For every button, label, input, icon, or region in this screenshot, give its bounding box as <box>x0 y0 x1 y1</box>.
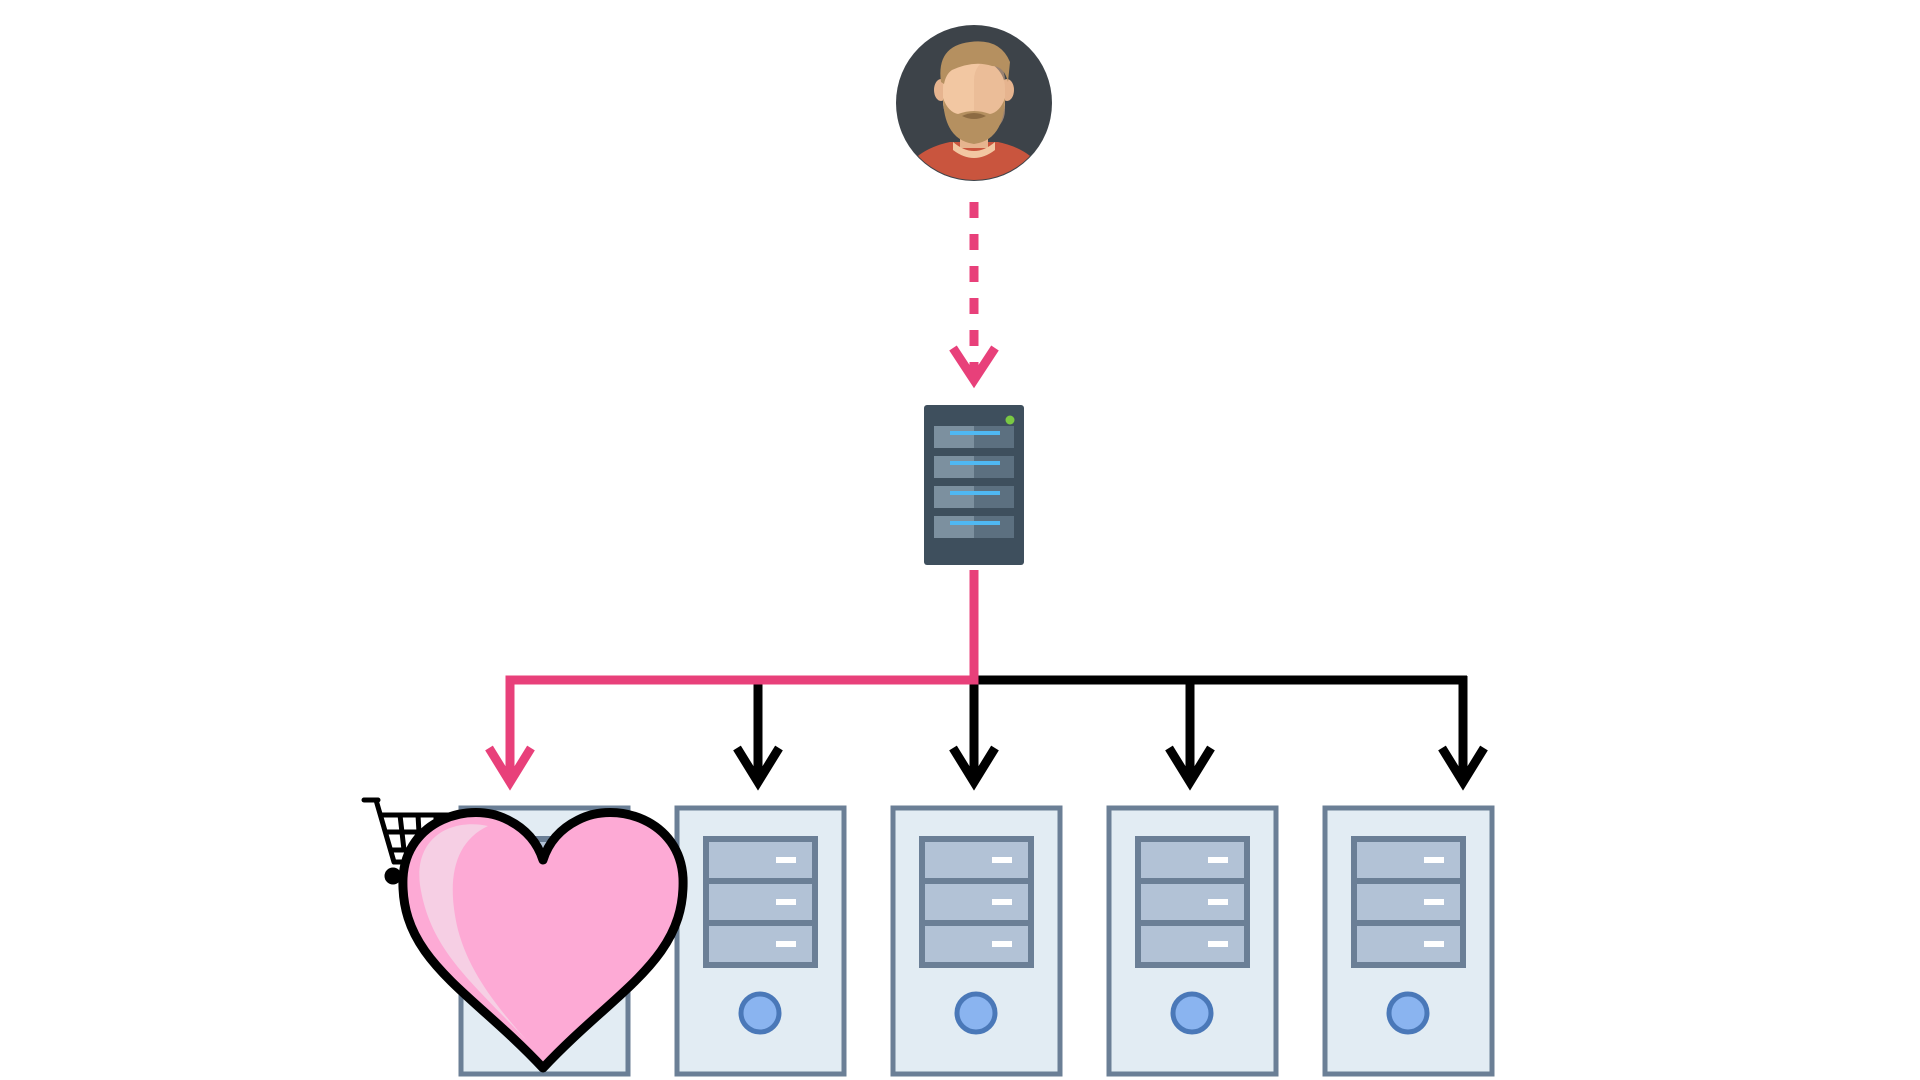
connector-to-backend-3 <box>949 680 999 791</box>
connector-to-backend-2 <box>733 680 783 791</box>
connector-to-backend-5 <box>1438 676 1488 791</box>
backend-server-2 <box>674 805 847 1077</box>
distribution-connectors <box>485 570 1488 791</box>
heart-icon <box>398 808 688 1073</box>
rack-server-icon <box>924 405 1024 565</box>
connector-to-backend-4 <box>1165 680 1215 791</box>
backend-server-5 <box>1322 805 1495 1077</box>
user-to-balancer-arrow <box>949 202 999 389</box>
user-avatar-icon <box>896 25 1052 181</box>
backend-server-3 <box>890 805 1063 1077</box>
backend-server-4 <box>1106 805 1279 1077</box>
connector-to-backend-1 <box>485 570 979 791</box>
